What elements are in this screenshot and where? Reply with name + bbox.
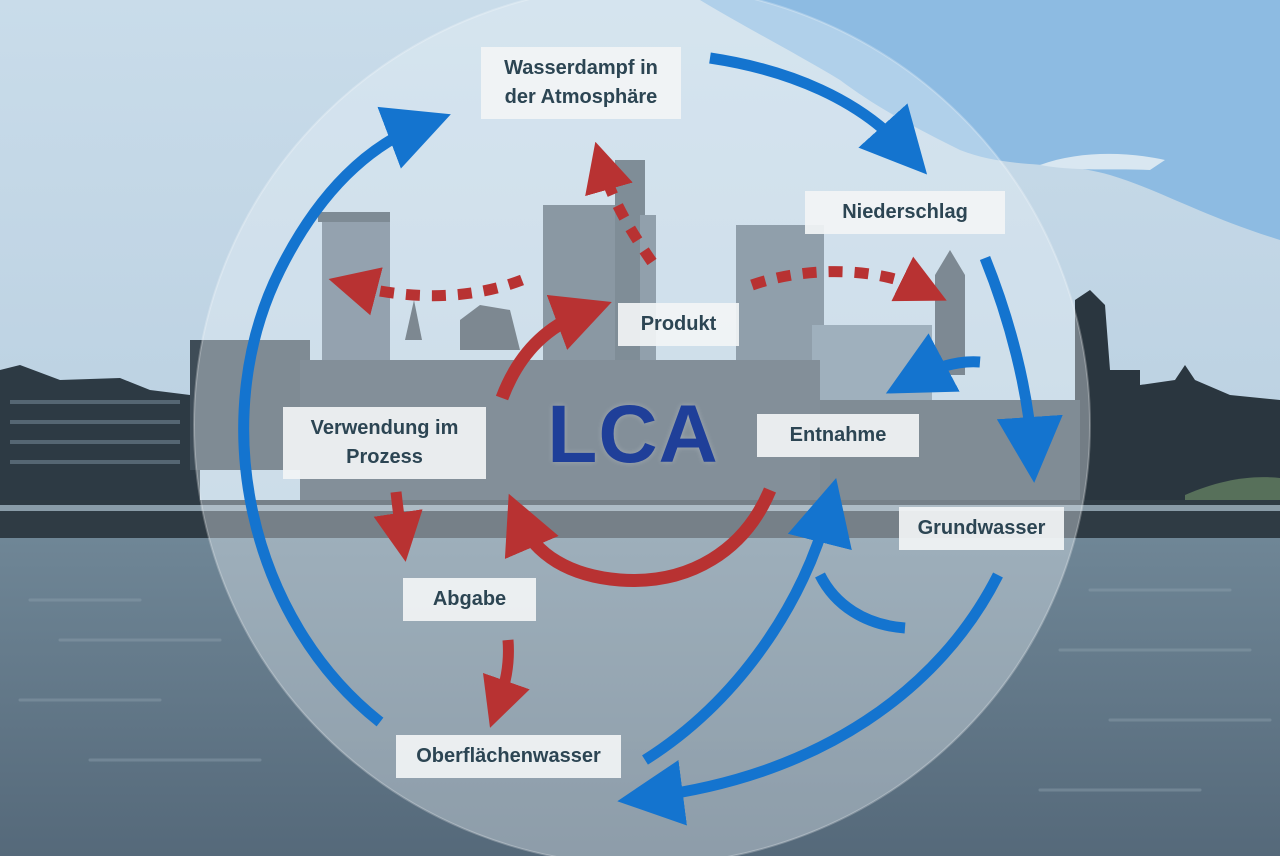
arrow-niederschlag-to-entnahme <box>885 333 981 394</box>
arrow-produkt-to-wasserdampf <box>585 141 657 266</box>
node-verwendung-line2: Prozess <box>346 446 423 468</box>
node-wasserdampf: Wasserdampf in der Atmosphäre <box>481 47 681 119</box>
arrow-abgabe-to-oberflaechenwasser <box>482 639 530 728</box>
arrow-oberflaechenwasser-to-entnahme <box>642 478 852 765</box>
node-produkt-label: Produkt <box>640 313 717 335</box>
node-verwendung: Verwendung im Prozess <box>283 407 486 479</box>
node-oberflaechenwasser-label: Oberflächenwasser <box>416 745 601 767</box>
arrow-produkt-to-right <box>750 256 947 302</box>
node-abgabe: Abgabe <box>403 578 536 621</box>
arrow-grundwasser-to-oberflaechenwasser <box>617 572 1003 826</box>
node-grundwasser: Grundwasser <box>899 507 1064 550</box>
arrow-verwendung-to-produkt <box>495 295 612 401</box>
node-oberflaechenwasser: Oberflächenwasser <box>396 735 621 778</box>
lca-center-label: LCA <box>547 389 719 480</box>
arrow-niederschlag-to-grundwasser <box>979 255 1063 483</box>
arrow-entnahme-to-verwendung <box>504 487 776 587</box>
arrow-verwendung-to-abgabe <box>373 491 423 562</box>
arrow-produkt-to-left <box>328 267 524 316</box>
node-produkt: Produkt <box>618 303 739 346</box>
node-wasserdampf-line1: Wasserdampf in <box>504 57 658 79</box>
node-abgabe-label: Abgabe <box>432 588 507 610</box>
node-verwendung-line1: Verwendung im <box>310 417 459 439</box>
arrow-wasserdampf-to-niederschlag <box>709 52 928 175</box>
node-niederschlag: Niederschlag <box>805 191 1005 234</box>
node-entnahme: Entnahme <box>757 414 919 457</box>
node-grundwasser-label: Grundwasser <box>917 517 1046 539</box>
node-wasserdampf-line2: der Atmosphäre <box>504 86 658 108</box>
node-niederschlag-label: Niederschlag <box>842 201 968 223</box>
arrow-oberflaechenwasser-to-wasserdampf <box>238 106 451 727</box>
arrow-grundwasser-branch-to-entnahme <box>815 572 906 634</box>
node-entnahme-label: Entnahme <box>789 424 887 446</box>
